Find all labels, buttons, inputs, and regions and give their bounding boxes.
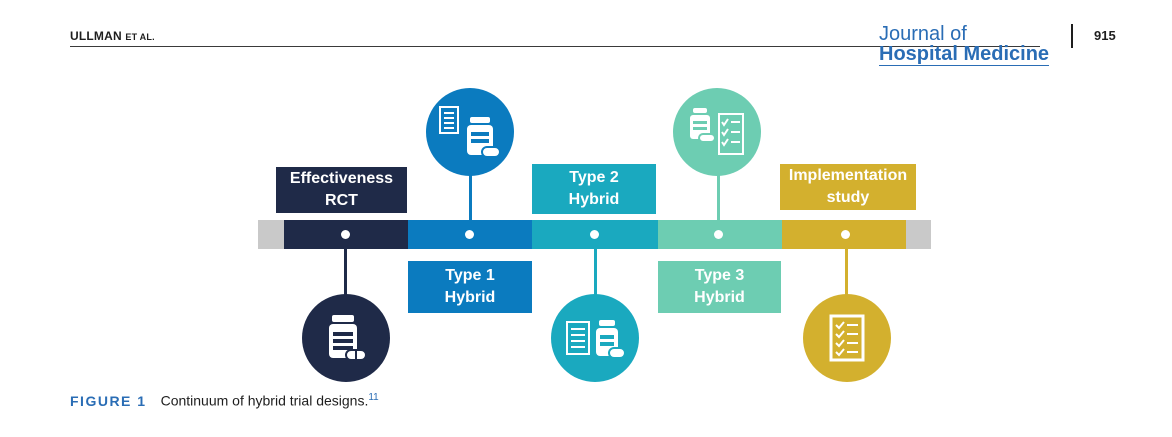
timeline-dot [590, 230, 599, 239]
connector-stem [344, 249, 347, 297]
timeline-dot [341, 230, 350, 239]
timeline-dot [841, 230, 850, 239]
connector-stem [469, 174, 472, 220]
timeline-dot [714, 230, 723, 239]
connector-stem [594, 249, 597, 297]
stage-circle-type3 [673, 88, 761, 176]
pill-bottle-icon [690, 108, 744, 155]
timeline-segment-type3 [658, 220, 782, 249]
page-number: 915 [1094, 28, 1116, 43]
journal-logo-line1: Journal of [879, 23, 967, 45]
caption-reference[interactable]: 11 [368, 392, 379, 403]
timeline-right-cap [906, 220, 931, 249]
checklist-icon [829, 314, 865, 362]
pill-bottle-icon [329, 315, 367, 361]
stage-circle-implementation [803, 294, 891, 382]
checklist-icon [566, 320, 626, 359]
checklist-icon [439, 106, 501, 158]
stage-label-implementation: Implementation study [780, 164, 916, 210]
stage-label-type2: Type 2 Hybrid [532, 164, 656, 214]
stage-circle-effectiveness [302, 294, 390, 382]
stage-label-effectiveness: Effectiveness RCT [276, 167, 407, 213]
timeline-segment-effectiveness [284, 220, 408, 249]
stage-circle-type2 [551, 294, 639, 382]
stage-label-type3: Type 3 Hybrid [658, 261, 781, 313]
timeline-segment-type2 [532, 220, 658, 249]
connector-stem [717, 174, 720, 220]
journal-logo: Journal of Hospital Medicine [879, 23, 1050, 66]
journal-logo-line2: Hospital Medicine [879, 43, 1050, 66]
figure-label: FIGURE 1 [70, 392, 147, 409]
stage-circle-type1 [426, 88, 514, 176]
stage-label-type1: Type 1 Hybrid [408, 261, 532, 313]
timeline-dot [465, 230, 474, 239]
caption-text: Continuum of hybrid trial designs. [160, 392, 369, 409]
timeline-segment-type1 [408, 220, 532, 249]
header-rule [70, 46, 1040, 47]
running-head-author: ULLMAN ET AL. [70, 29, 155, 43]
page-number-separator [1071, 24, 1073, 48]
connector-stem [845, 249, 848, 297]
timeline-segment-implementation [782, 220, 906, 249]
timeline-left-cap [258, 220, 284, 249]
figure-caption: FIGURE 1 Continuum of hybrid trial design… [70, 392, 379, 409]
